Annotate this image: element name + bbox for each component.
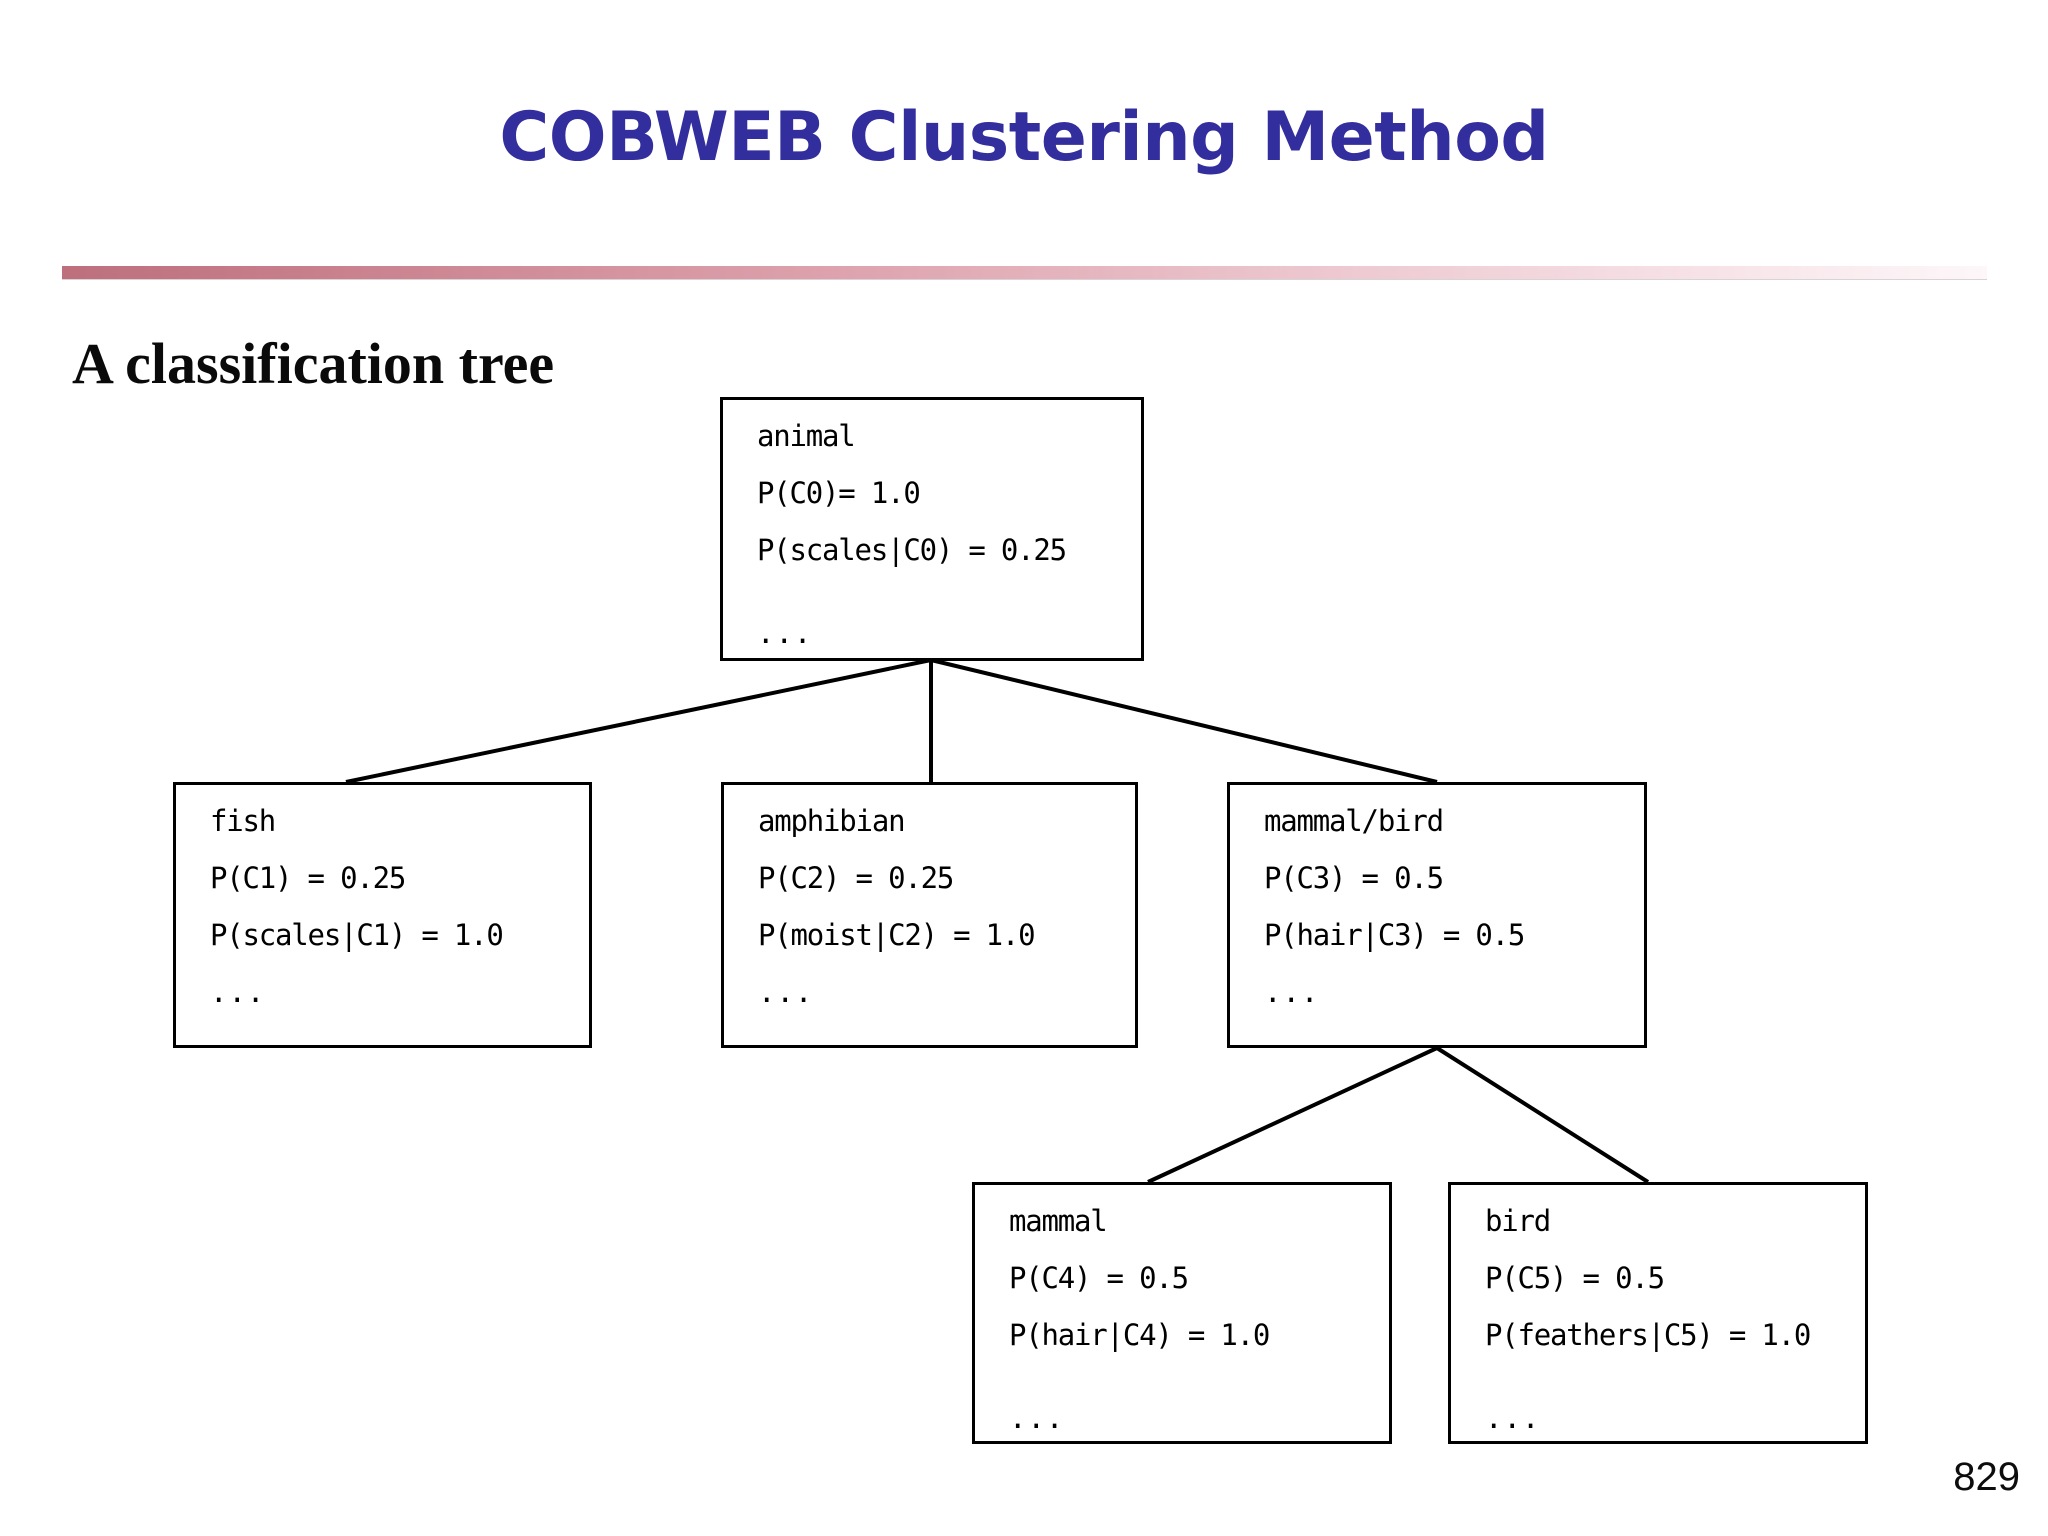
node-label: bird (1485, 1204, 1551, 1238)
tree-node-bird[interactable]: bird P(C5) = 0.5 P(feathers|C5) = 1.0 ..… (1448, 1182, 1868, 1444)
node-prior: P(C2) = 0.25 (758, 861, 954, 895)
node-ellipsis: ... (1009, 1401, 1065, 1435)
node-ellipsis: ... (757, 616, 813, 650)
node-label: mammal (1009, 1204, 1108, 1238)
node-ellipsis: ... (1264, 975, 1320, 1009)
node-spacer (757, 593, 1141, 619)
node-prior: P(C3) = 0.5 (1264, 861, 1444, 895)
subtitle-heading: A classification tree (72, 331, 555, 396)
node-label: animal (757, 419, 856, 453)
node-conditional: P(scales|C0) = 0.25 (757, 533, 1067, 567)
node-prior: P(C0)= 1.0 (757, 476, 921, 510)
page-title: COBWEB Clustering Method (499, 98, 1549, 177)
edge-mammalbird-bird (1435, 1046, 1650, 1184)
node-ellipsis: ... (1485, 1401, 1541, 1435)
tree-node-mammal[interactable]: mammal P(C4) = 0.5 P(hair|C4) = 1.0 ... (972, 1182, 1392, 1444)
node-conditional: P(hair|C3) = 0.5 (1264, 918, 1525, 952)
edge-animal-fish (345, 658, 932, 784)
edge-animal-mammalbird (930, 658, 1438, 784)
node-ellipsis: ... (210, 975, 266, 1009)
node-conditional: P(hair|C4) = 1.0 (1009, 1318, 1270, 1352)
title-divider (62, 266, 1987, 280)
page-number: 829 (1953, 1455, 2020, 1499)
edge-mammalbird-mammal (1147, 1046, 1438, 1184)
node-label: fish (210, 804, 276, 838)
node-conditional: P(scales|C1) = 1.0 (210, 918, 504, 952)
node-label: mammal/bird (1264, 804, 1444, 838)
tree-node-mammal-bird[interactable]: mammal/bird P(C3) = 0.5 P(hair|C3) = 0.5… (1227, 782, 1647, 1048)
tree-node-fish[interactable]: fish P(C1) = 0.25 P(scales|C1) = 1.0 ... (173, 782, 592, 1048)
node-spacer (1009, 1378, 1389, 1404)
tree-node-amphibian[interactable]: amphibian P(C2) = 0.25 P(moist|C2) = 1.0… (721, 782, 1138, 1048)
node-ellipsis: ... (758, 975, 814, 1009)
node-conditional: P(moist|C2) = 1.0 (758, 918, 1036, 952)
node-prior: P(C5) = 0.5 (1485, 1261, 1665, 1295)
node-spacer (1485, 1378, 1865, 1404)
tree-node-animal[interactable]: animal P(C0)= 1.0 P(scales|C0) = 0.25 ..… (720, 397, 1144, 661)
node-prior: P(C4) = 0.5 (1009, 1261, 1189, 1295)
node-conditional: P(feathers|C5) = 1.0 (1485, 1318, 1811, 1352)
node-prior: P(C1) = 0.25 (210, 861, 406, 895)
node-label: amphibian (758, 804, 906, 838)
